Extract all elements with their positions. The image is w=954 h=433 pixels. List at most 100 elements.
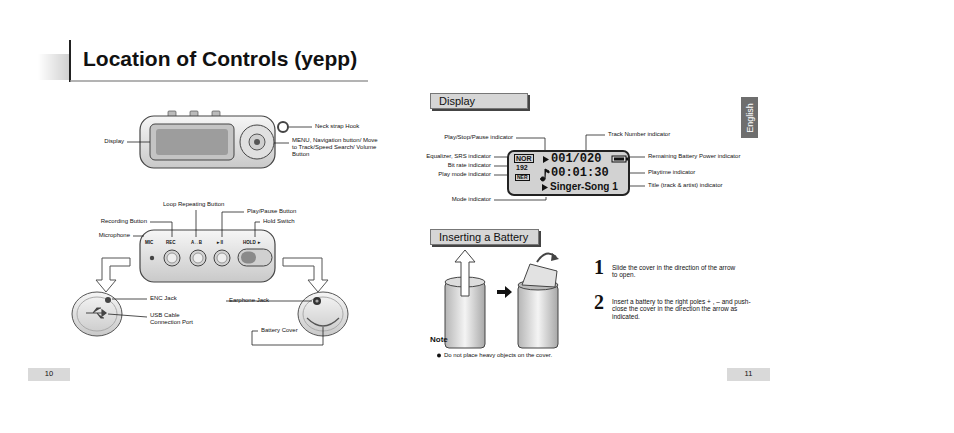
play-pause-button: [214, 250, 230, 266]
step-arrow: [497, 286, 512, 298]
view-arrow: [283, 258, 328, 292]
loop-button: [190, 250, 206, 266]
title-underline: [70, 80, 368, 82]
leader-line: [630, 173, 645, 174]
note-bullet: [437, 354, 441, 358]
step-number: 1: [594, 257, 604, 277]
leader-line: [494, 166, 507, 167]
leader-line: [133, 236, 144, 237]
leader-line: [127, 142, 150, 143]
display-window: [150, 124, 234, 160]
leader-line: [150, 222, 172, 237]
button-marking: HOLD ►: [243, 240, 261, 245]
step-number: 2: [594, 292, 604, 312]
callout: Display: [104, 138, 124, 145]
callout: MENU, Navigation button/ Move to Track/S…: [292, 137, 384, 158]
button-marking: REC: [166, 240, 176, 245]
jack-hole: [315, 299, 318, 302]
step-text: Slide the cover in the direction of the …: [612, 264, 740, 279]
callout: Hold Switch: [263, 218, 295, 225]
callout: Playtime indicator: [648, 169, 695, 176]
callout: Remaining Battery Power indicator: [648, 153, 740, 160]
language-tab-text: English: [744, 103, 754, 133]
section-header-text: Display: [439, 95, 517, 108]
hold-switch: [238, 249, 272, 266]
page-number-box-text: 11: [745, 370, 753, 379]
button-marking: ►II: [216, 240, 223, 245]
lcd-readout: NER: [515, 174, 530, 181]
view-arrow: [96, 258, 130, 292]
earphone-jack: [313, 297, 321, 305]
lcd-readout: Singer-Song 1: [550, 181, 618, 193]
leader-line: [494, 197, 546, 200]
leader-line: [252, 327, 323, 345]
lcd-readout: NOR: [514, 154, 534, 163]
battery-level: [614, 158, 624, 161]
title-indicator: [542, 184, 548, 191]
leader-line: [289, 127, 312, 128]
callout: Neck strap Hook: [315, 123, 359, 130]
leader-line: [274, 143, 289, 144]
button-face: [217, 253, 227, 263]
section-header-text: Inserting a Battery: [439, 231, 528, 244]
play-indicator: [543, 156, 549, 163]
leader-line: [630, 186, 645, 187]
callout: Play mode indicator: [438, 171, 491, 178]
button-face: [167, 253, 177, 263]
callout: Loop Repeating Button: [163, 201, 224, 208]
callout: Recording Button: [101, 218, 147, 225]
battery-body: [518, 285, 558, 348]
mode-note-icon: [541, 169, 549, 181]
note-text: Do not place heavy objects on the cover.: [444, 352, 552, 359]
callout: Battery Cover: [261, 327, 298, 334]
open-cover: [522, 264, 557, 287]
title-rule: [69, 40, 71, 82]
language-tab: English: [741, 97, 758, 138]
callout: Play/Pause Button: [247, 208, 296, 215]
end-rim: [303, 297, 343, 331]
close-arrow-head: [551, 253, 559, 261]
display-glass: [156, 129, 228, 155]
wheel-dot: [254, 139, 260, 145]
battery-icon: [612, 156, 626, 162]
battery-step-2: [518, 253, 559, 348]
slide-arrow: [455, 250, 475, 296]
lcd-readout: 00:01:30: [551, 167, 609, 181]
player-top-view: [140, 111, 288, 168]
leader-line: [222, 212, 244, 237]
button-marking: MIC: [145, 240, 153, 245]
leader-line: [630, 157, 645, 158]
battery-cover: [307, 318, 339, 326]
neck-strap-hook: [278, 122, 288, 132]
callout: Microphone: [99, 232, 130, 239]
leader-line: [108, 314, 147, 317]
page-title: Location of Controls (yepp): [83, 47, 357, 71]
enc-jack: [105, 297, 111, 303]
callout: Bit rate indicator: [448, 162, 491, 169]
lcd-readout: 001/020: [551, 153, 601, 167]
title-shade: [38, 54, 70, 80]
navigation-wheel: [240, 125, 274, 159]
lcd-readout: 192: [516, 164, 528, 172]
leader-line: [586, 135, 605, 150]
callout: USB Cable Connection Port: [150, 312, 198, 326]
usb-port: [86, 308, 106, 318]
player-body: [140, 116, 275, 168]
page-number-box-text: 10: [45, 370, 53, 379]
lcd-display: NOR192NER 001/02000:01:30Singer-Song 1: [507, 150, 630, 196]
battery-step-1: [445, 250, 485, 348]
leader-line: [494, 157, 507, 158]
callout: Play/Stop/Pause indicator: [444, 134, 513, 141]
button-face: [193, 253, 203, 263]
page-number-box: 11: [727, 368, 770, 381]
page-number-box: 10: [28, 368, 70, 381]
note-heading: Note: [430, 335, 448, 344]
hold-knob: [241, 252, 256, 264]
player-body: [140, 230, 275, 282]
leader-line: [196, 210, 197, 237]
wheel-center: [249, 134, 265, 150]
callout: Earphone Jack: [229, 297, 269, 304]
section-header: Display: [430, 93, 528, 109]
callout: Title (track & artist) indicator: [648, 182, 722, 189]
